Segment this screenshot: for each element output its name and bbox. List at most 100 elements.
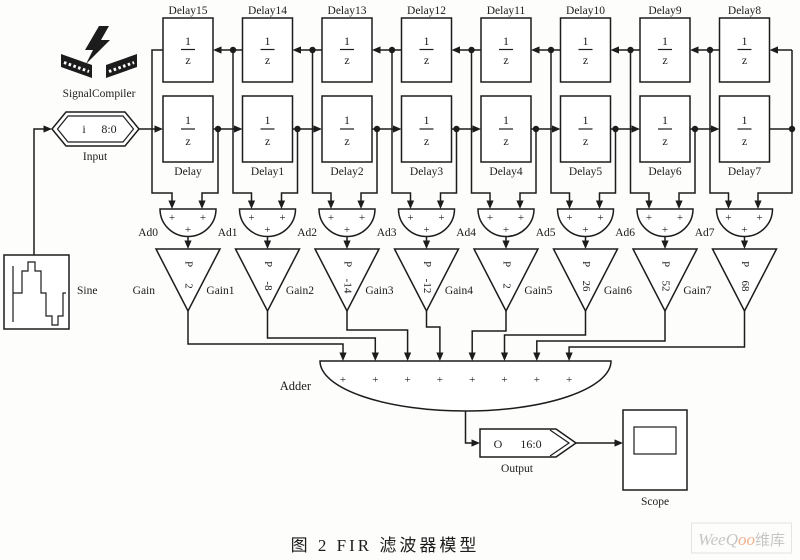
signal-compiler-label: SignalCompiler	[63, 88, 136, 100]
wire-bottom-tap	[201, 129, 219, 201]
delay-bottom-label: Delay5	[569, 166, 602, 178]
arrowhead	[372, 46, 381, 54]
arrowhead	[277, 200, 286, 209]
adder-7: +++Ad7	[695, 208, 774, 239]
gain-value: -14	[341, 279, 353, 294]
wiring	[33, 46, 796, 447]
input-label: Input	[83, 151, 108, 163]
input-signal-name: i	[82, 122, 86, 136]
input-hexagon-outer	[51, 111, 140, 147]
adder-label: Ad4	[456, 227, 476, 239]
plus-sign: +	[662, 224, 668, 236]
plus-sign: +	[248, 212, 254, 224]
fraction-numerator: 1	[503, 34, 509, 48]
adder-plus-signs: ++++++++	[340, 374, 572, 386]
fraction-denominator: z	[265, 134, 270, 148]
plus-sign: +	[372, 374, 378, 386]
arrowhead	[393, 125, 402, 133]
delay-top-label: Delay10	[566, 5, 605, 17]
fraction-denominator: z	[424, 134, 429, 148]
fraction-denominator: z	[503, 53, 508, 67]
arrowhead	[645, 200, 653, 209]
arrowhead	[436, 200, 445, 209]
gain-triangle	[234, 248, 301, 313]
adder-shape	[397, 208, 456, 238]
adder-2: +++Ad2	[297, 208, 376, 239]
plus-sign: +	[407, 212, 413, 224]
wire-gain-feed	[346, 311, 409, 353]
wire-delay15-out	[151, 49, 173, 201]
delay-bottom-block	[400, 95, 453, 163]
wire-top-tap	[470, 50, 491, 201]
plus-sign: +	[279, 212, 285, 224]
fraction-denominator: z	[742, 53, 747, 67]
arrowhead	[343, 240, 351, 249]
fraction-numerator: 1	[662, 113, 668, 127]
adder-5: +++Ad5	[536, 208, 615, 239]
wire-top-tap	[391, 50, 412, 201]
plus-sign: +	[518, 212, 524, 224]
gain-label: Gain5	[524, 285, 552, 297]
wire-sine-to-input	[33, 128, 44, 255]
adder-label: Ad3	[377, 227, 397, 239]
wire-bottom-tap	[678, 129, 696, 201]
plus-sign: +	[185, 224, 191, 236]
fraction-numerator: 1	[185, 113, 191, 127]
sine-source: Sine	[3, 254, 97, 330]
scope-label: Scope	[641, 496, 669, 508]
lightning-bolt-icon	[85, 26, 110, 64]
wire-bottom-tap	[280, 129, 299, 201]
plus-sign: +	[438, 212, 444, 224]
scope-screen	[633, 426, 677, 455]
wire-gain-feed	[425, 311, 441, 353]
gain-value: 2	[182, 283, 194, 289]
delay-bottom-label: Delay4	[489, 166, 522, 178]
wire-bottom-tap	[519, 129, 537, 201]
signal-compiler-block: SignalCompiler	[61, 26, 137, 100]
input-bit-range: 8:0	[101, 122, 116, 136]
chip-left-icon	[61, 54, 92, 78]
fraction-numerator: 1	[265, 34, 271, 48]
sine-waveform	[13, 261, 66, 326]
arrowhead	[263, 240, 272, 249]
fraction-numerator: 1	[424, 34, 430, 48]
fraction-numerator: 1	[265, 113, 271, 127]
sum-adder: ++++++++ Adder	[280, 360, 612, 412]
input-port: i 8:0 Input	[51, 111, 140, 163]
gain-label: Gain1	[206, 285, 234, 297]
arrowhead	[675, 200, 683, 209]
arrowhead	[184, 240, 192, 249]
adder-shape	[477, 208, 535, 238]
gain-label: Gain7	[683, 285, 711, 297]
chip-right-icon	[106, 54, 137, 78]
wire-top-tap	[709, 50, 730, 201]
adder-label: Ad5	[536, 227, 556, 239]
output-bit-range: 16:0	[520, 437, 541, 451]
plus-sign: +	[169, 212, 175, 224]
arrowhead	[740, 240, 749, 249]
arrowhead	[154, 125, 163, 133]
plus-sign: +	[501, 374, 507, 386]
wire-top-tap	[629, 50, 650, 201]
arrowhead	[502, 240, 510, 249]
plus-sign: +	[359, 212, 365, 224]
plus-sign: +	[404, 374, 410, 386]
arrowhead	[595, 200, 604, 209]
fraction-denominator: z	[583, 53, 588, 67]
arrowhead	[404, 352, 412, 361]
fraction-numerator: 1	[344, 34, 350, 48]
adder-label: Ad6	[615, 227, 635, 239]
delay-bottom-label: Delay6	[648, 166, 681, 178]
fraction-numerator: 1	[503, 113, 509, 127]
